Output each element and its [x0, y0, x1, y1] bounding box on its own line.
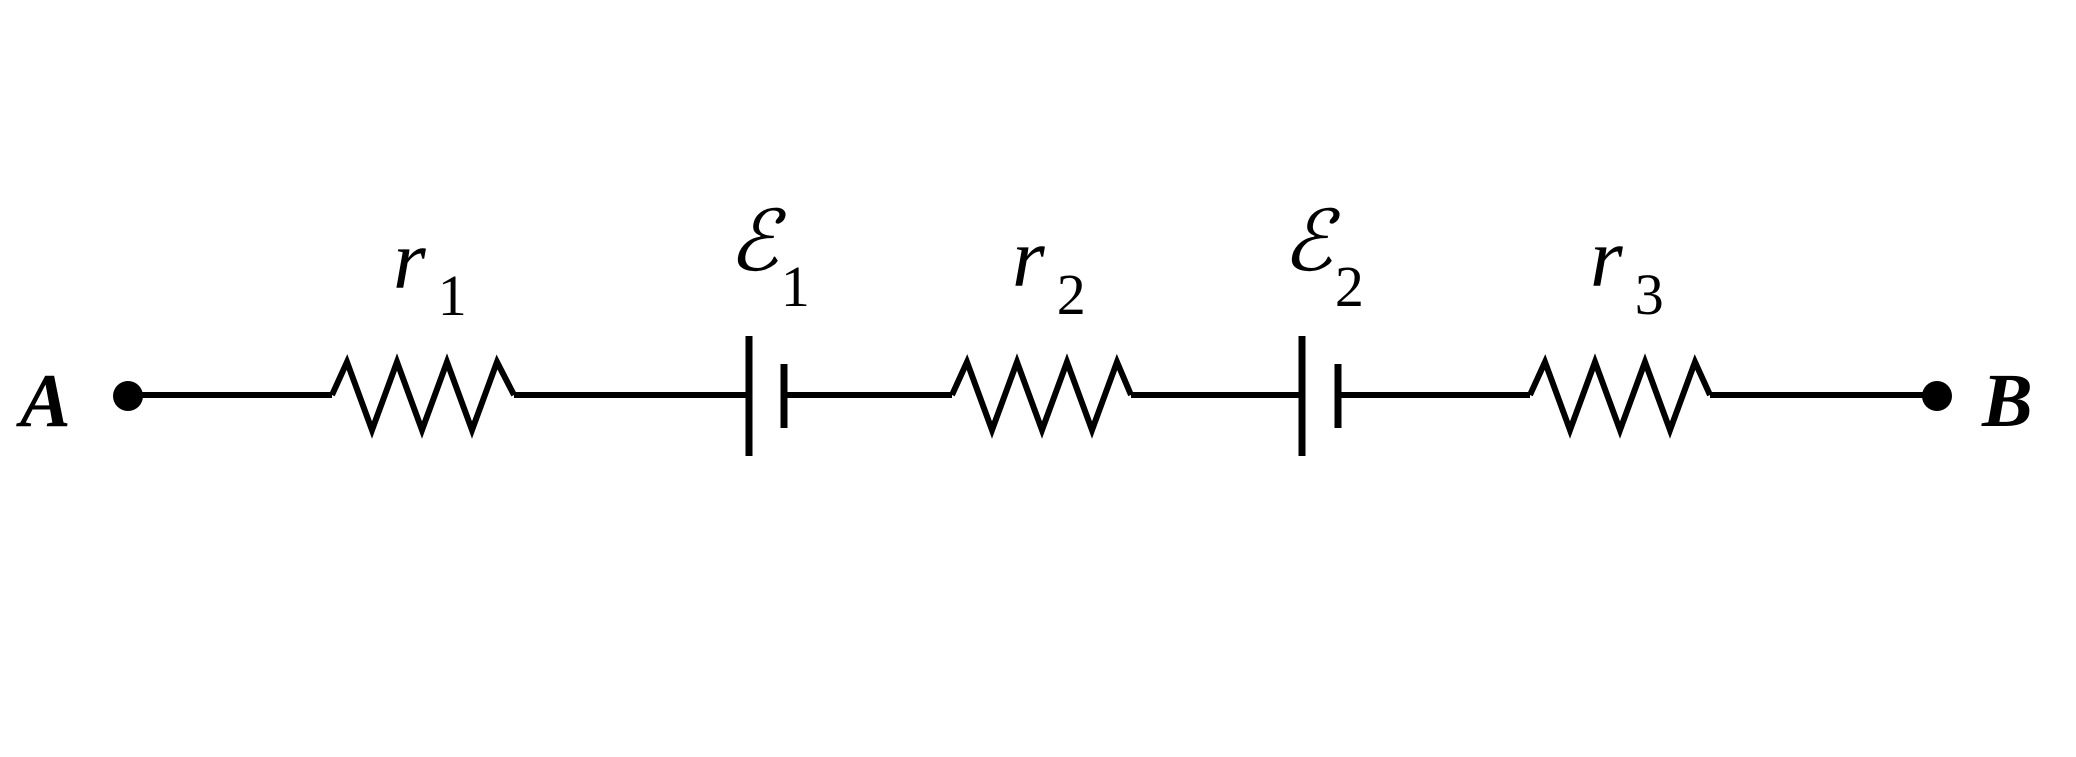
terminal-b-dot [1922, 381, 1952, 411]
terminal-a-label: A [16, 359, 71, 443]
resistor-r3 [1527, 353, 1713, 439]
resistor-r1-subscript: 1 [438, 263, 467, 328]
resistor-r3-subscript: 3 [1635, 262, 1664, 327]
resistor-r2-subscript: 2 [1057, 262, 1086, 327]
emf2-label: ℰ2 [1282, 196, 1364, 319]
terminal-a-dot [113, 381, 143, 411]
terminal-b-label: B [1981, 359, 2033, 443]
emf1-subscript: 1 [781, 254, 810, 319]
resistor-r2 [949, 353, 1134, 439]
resistor-r2-symbol: r [1012, 212, 1045, 305]
emf1-label: ℰ1 [728, 196, 810, 319]
emf1-symbol: ℰ [728, 196, 787, 289]
resistor-r1-symbol: r [393, 214, 426, 307]
resistor-r3-symbol: r [1590, 212, 1623, 305]
emf2-symbol: ℰ [1282, 196, 1341, 289]
resistor-r1 [329, 353, 517, 439]
emf2-subscript: 2 [1335, 254, 1364, 319]
